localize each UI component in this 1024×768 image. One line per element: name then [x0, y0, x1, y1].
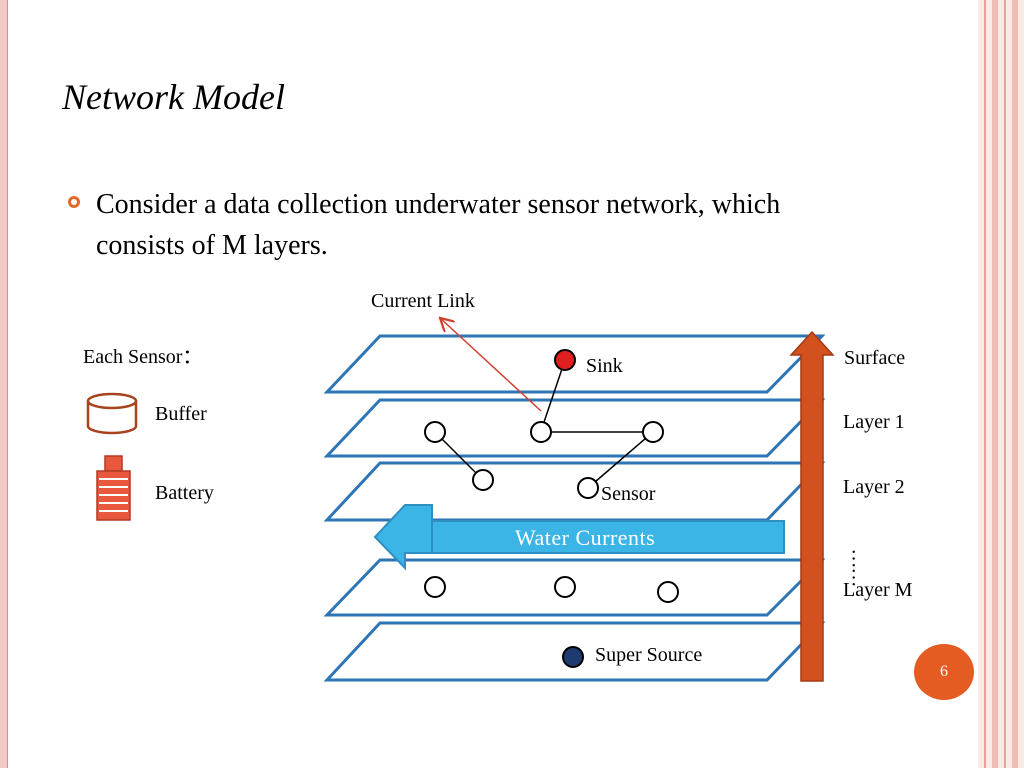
sensor-node	[424, 421, 446, 443]
bullet-text: Consider a data collection underwater se…	[96, 189, 781, 261]
sensor-node	[424, 576, 446, 598]
left-border	[0, 0, 8, 768]
sensor-node	[642, 421, 664, 443]
sensor-label: Sensor	[601, 483, 656, 505]
right-border	[978, 0, 1024, 768]
page-number-badge: 6	[914, 644, 974, 700]
battery-label: Battery	[155, 482, 214, 504]
link-sensor-sensor	[434, 431, 484, 481]
slide-title: Network Model	[62, 77, 285, 117]
link-sensor-sensor	[587, 431, 654, 489]
sensor-node	[657, 581, 679, 603]
sensor-node	[472, 469, 494, 491]
current-link-arrow	[440, 318, 542, 412]
sensor-node	[577, 477, 599, 499]
layer-label-surface: Surface	[844, 347, 906, 369]
bullet-icon	[68, 196, 80, 208]
legend-heading: Each Sensor：	[83, 346, 203, 368]
sensor-node	[530, 421, 552, 443]
sink-node	[554, 349, 576, 371]
vertical-arrow	[789, 330, 835, 682]
layer-label-m: Layer M	[843, 579, 913, 601]
current-link-label: Current Link	[371, 290, 475, 312]
layer-1-plane	[323, 398, 826, 458]
link-sink-sensor	[540, 359, 566, 432]
super-source-label: Super Source	[595, 644, 703, 666]
water-currents-arrow	[373, 504, 785, 571]
buffer-icon	[86, 392, 138, 435]
layer-label-1: Layer 1	[843, 411, 905, 433]
super-source-node	[562, 646, 584, 668]
battery-icon	[96, 455, 131, 521]
sink-label: Sink	[586, 355, 623, 377]
buffer-label: Buffer	[155, 403, 207, 425]
water-currents-label: Water Currents	[515, 525, 656, 550]
layer-label-2: Layer 2	[843, 476, 905, 498]
sensor-node	[554, 576, 576, 598]
